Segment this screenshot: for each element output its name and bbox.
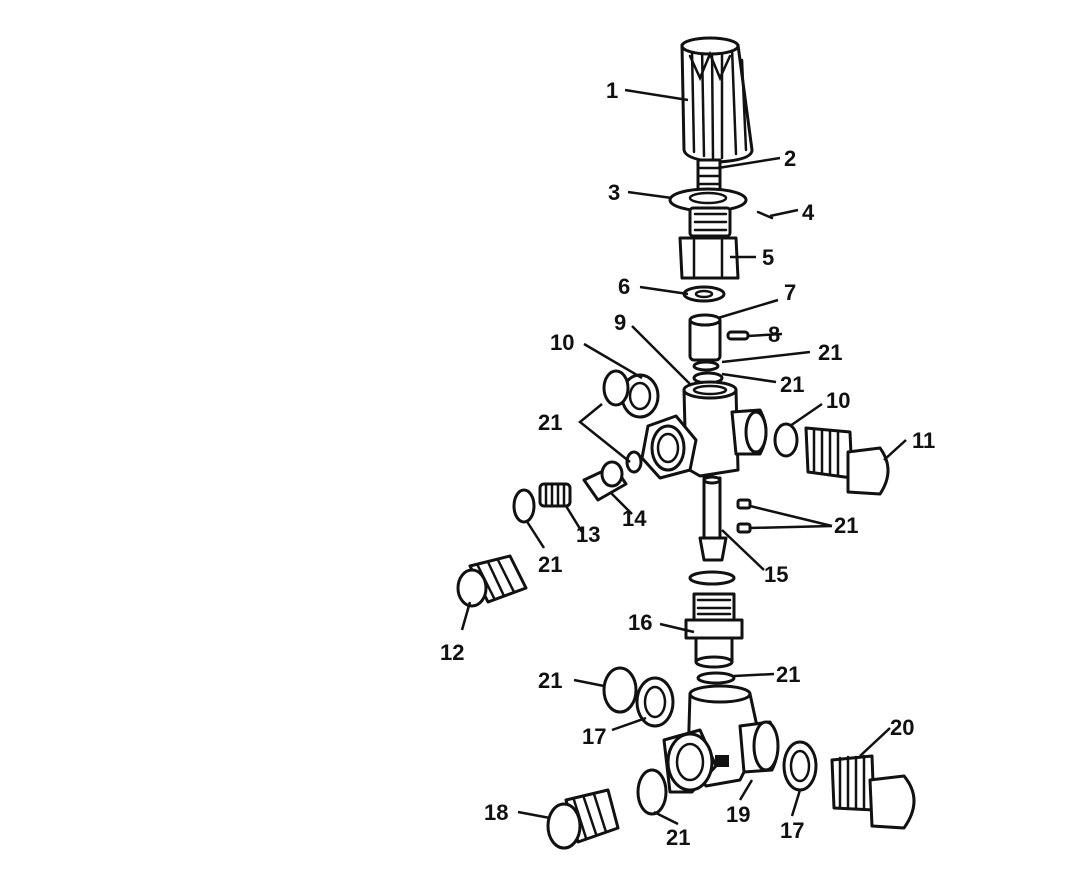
leader-lines bbox=[460, 88, 907, 826]
callout-19: 19 bbox=[726, 802, 750, 827]
part-oring-mid bbox=[688, 570, 736, 586]
part-knob bbox=[680, 36, 754, 164]
callout-21-top-2: 21 bbox=[780, 372, 804, 397]
callout-2: 2 bbox=[784, 146, 796, 171]
part-valve-seat bbox=[684, 592, 744, 669]
callout-16: 16 bbox=[628, 610, 652, 635]
callout-3: 3 bbox=[608, 180, 620, 205]
callout-11: 11 bbox=[912, 428, 935, 453]
part-washer-17-left bbox=[635, 676, 675, 728]
callout-labels: 1 2 3 4 5 6 7 8 9 10 21 21 21 10 11 21 1… bbox=[440, 78, 935, 850]
callout-21-lower-left: 21 bbox=[538, 668, 562, 693]
callout-13: 13 bbox=[576, 522, 600, 547]
callout-1: 1 bbox=[606, 78, 618, 103]
part-orings-top bbox=[692, 360, 724, 385]
part-inlet-fitting bbox=[456, 554, 528, 608]
callout-10-right: 10 bbox=[826, 388, 850, 413]
part-oring-left bbox=[602, 369, 630, 407]
callout-12: 12 bbox=[440, 640, 464, 665]
callout-20: 20 bbox=[890, 715, 914, 740]
callout-18: 18 bbox=[484, 800, 508, 825]
part-poppet bbox=[582, 450, 643, 502]
part-clips bbox=[736, 498, 752, 534]
part-lower-fitting bbox=[546, 788, 620, 850]
part-nut bbox=[678, 206, 740, 280]
callout-4: 4 bbox=[802, 200, 815, 225]
part-lower-body bbox=[662, 684, 780, 794]
part-plug-lower bbox=[830, 754, 916, 830]
callout-21-spring: 21 bbox=[538, 552, 562, 577]
part-washer bbox=[682, 285, 726, 303]
callout-21-bottom: 21 bbox=[666, 825, 690, 850]
callout-14: 14 bbox=[622, 506, 647, 531]
callout-9: 9 bbox=[614, 310, 626, 335]
callout-6: 6 bbox=[618, 274, 630, 299]
callout-15: 15 bbox=[764, 562, 788, 587]
part-oring-spring bbox=[512, 488, 536, 524]
callout-21-top: 21 bbox=[818, 340, 842, 365]
part-valve-stem bbox=[698, 475, 728, 562]
part-seal-washer-right bbox=[773, 422, 799, 458]
callout-21-clips: 21 bbox=[834, 513, 858, 538]
part-spring bbox=[538, 482, 572, 508]
callout-5: 5 bbox=[762, 245, 774, 270]
part-pin bbox=[756, 210, 774, 220]
part-washer-17-right bbox=[782, 740, 818, 792]
part-oring-bottom bbox=[636, 768, 668, 816]
callout-17-right: 17 bbox=[780, 818, 804, 843]
part-oring-low bbox=[696, 671, 736, 685]
part-spring-pin bbox=[726, 330, 750, 341]
callout-21-left: 21 bbox=[538, 410, 562, 435]
part-upper-body bbox=[640, 380, 768, 480]
part-plug-right bbox=[804, 426, 890, 496]
part-oring-lower-left bbox=[602, 666, 638, 714]
callout-17-left: 17 bbox=[582, 724, 606, 749]
callout-8: 8 bbox=[768, 322, 780, 347]
callout-7: 7 bbox=[784, 280, 796, 305]
callout-10-left: 10 bbox=[550, 330, 574, 355]
callout-21-lower-right: 21 bbox=[776, 662, 800, 687]
part-stem bbox=[696, 158, 722, 194]
part-piston bbox=[688, 313, 722, 362]
